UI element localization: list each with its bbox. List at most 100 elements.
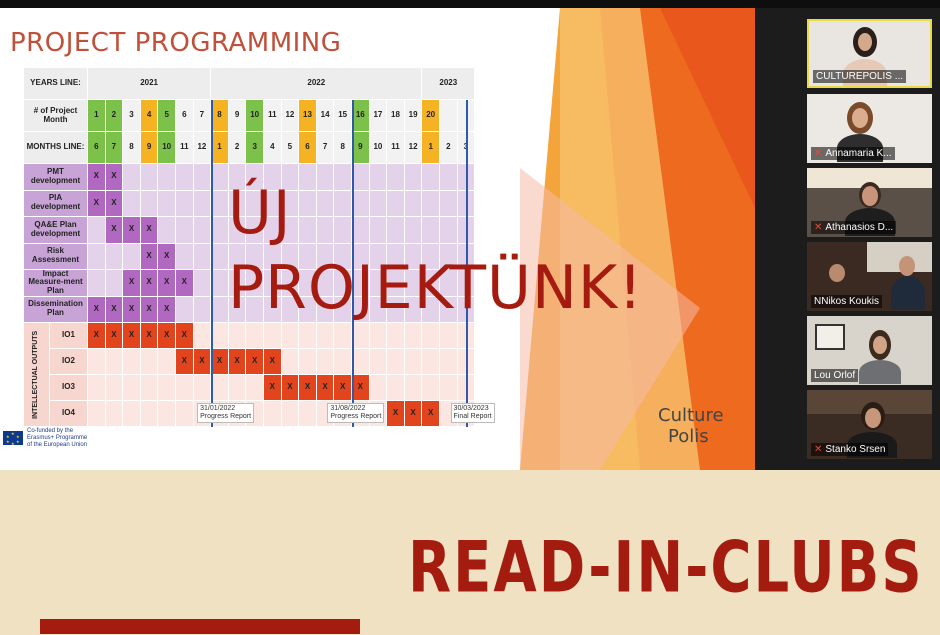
- gantt-cell: [352, 164, 370, 191]
- gantt-cell: [264, 270, 282, 297]
- mic-muted-icon: ✕: [814, 444, 823, 455]
- gantt-calendar-month: 7: [316, 132, 335, 164]
- gantt-mark: X: [140, 296, 159, 323]
- gantt-milestone-line: [466, 100, 469, 427]
- gantt-calendar-month: 11: [176, 132, 194, 164]
- gantt-cell: [299, 296, 317, 323]
- gantt-row-label: YEARS LINE:: [24, 68, 88, 100]
- gantt-project-month: 16: [352, 100, 370, 132]
- slide-decoration: [520, 8, 755, 470]
- gantt-cell: [228, 243, 247, 270]
- eu-text: Co-funded by the Erasmus+ Programme of t…: [27, 428, 87, 450]
- gantt-cell: [88, 243, 106, 270]
- gantt-cell: [123, 190, 141, 217]
- gantt-activity-label: PIA development: [24, 190, 88, 217]
- gantt-project-month: 20: [422, 100, 440, 132]
- gantt-mark: X: [299, 375, 317, 401]
- gantt-calendar-month: 8: [123, 132, 141, 164]
- participant-tile[interactable]: ✕Annamaria K...: [807, 94, 932, 163]
- gantt-mark: X: [123, 270, 141, 297]
- gantt-cell: [440, 190, 458, 217]
- gantt-milestone-line: [211, 100, 214, 427]
- gantt-cell: [352, 270, 370, 297]
- gantt-mark: X: [281, 375, 300, 401]
- milestone-date: 30/03/2023: [453, 405, 489, 412]
- gantt-cell: [299, 190, 317, 217]
- milestone-text: Progress Report: [200, 413, 252, 421]
- gantt-mark: X: [105, 296, 124, 323]
- gantt-cell: [176, 401, 194, 427]
- gantt-cell: [228, 190, 247, 217]
- gantt-cell: [352, 296, 370, 323]
- top-bar: [0, 0, 940, 8]
- gantt-row-label: # of Project Month: [24, 100, 88, 132]
- gantt-mark: X: [404, 401, 423, 427]
- gantt-cell: [228, 323, 247, 349]
- gantt-calendar-month: 11: [387, 132, 405, 164]
- gantt-cell: [387, 217, 405, 244]
- participants-panel: CULTUREPOLIS ... ✕Annamaria K... ✕Athana…: [755, 8, 940, 470]
- gantt-mark: X: [387, 401, 405, 427]
- gantt-cell: [140, 190, 159, 217]
- bottom-banner-area: [0, 470, 940, 635]
- gantt-cell: [228, 270, 247, 297]
- gantt-cell: [88, 217, 106, 244]
- gantt-cell: [158, 164, 176, 191]
- gantt-year-header: 2022: [211, 68, 423, 100]
- participant-tile[interactable]: Lou Orlof: [807, 316, 932, 385]
- gantt-mark: X: [422, 401, 440, 427]
- gantt-calendar-month: 8: [334, 132, 352, 164]
- gantt-cell: [334, 296, 352, 323]
- gantt-cell: [193, 270, 212, 297]
- gantt-cell: [334, 243, 352, 270]
- gantt-cell: [281, 323, 300, 349]
- gantt-cell: [299, 243, 317, 270]
- gantt-mark: X: [123, 323, 141, 349]
- gantt-mark: X: [123, 217, 141, 244]
- gantt-calendar-month: 6: [299, 132, 317, 164]
- gantt-mark: X: [176, 349, 194, 375]
- gantt-calendar-month: 3: [246, 132, 264, 164]
- gantt-cell: [228, 375, 247, 401]
- gantt-cell: [369, 164, 388, 191]
- banner-underline: [40, 619, 360, 634]
- gantt-mark: X: [140, 217, 159, 244]
- gantt-cell: [264, 296, 282, 323]
- gantt-cell: [422, 164, 440, 191]
- gantt-cell: [105, 375, 124, 401]
- gantt-cell: [299, 270, 317, 297]
- gantt-cell: [176, 217, 194, 244]
- eu-text-line3: of the European Union: [27, 442, 88, 449]
- gantt-cell: [422, 190, 440, 217]
- gantt-cell: [334, 164, 352, 191]
- participant-name: Lou Orlof: [811, 369, 859, 382]
- gantt-cell: [211, 375, 229, 401]
- gantt-cell: [316, 323, 335, 349]
- gantt-cell: [123, 349, 141, 375]
- gantt-cell: [299, 164, 317, 191]
- participant-tile[interactable]: ✕Athanasios D...: [807, 168, 932, 237]
- gantt-calendar-month: 12: [193, 132, 212, 164]
- gantt-cell: [440, 243, 458, 270]
- gantt-cell: [158, 375, 176, 401]
- gantt-cell: [105, 243, 124, 270]
- gantt-activity-label: PMT development: [24, 164, 88, 191]
- gantt-activity-label: QA&E Plan development: [24, 217, 88, 244]
- participant-tile[interactable]: CULTUREPOLIS ...: [807, 19, 932, 88]
- slide-title: PROJECT PROGRAMMING: [10, 28, 342, 58]
- gantt-calendar-month: 6: [88, 132, 106, 164]
- gantt-cell: [176, 164, 194, 191]
- gantt-cell: [422, 270, 440, 297]
- gantt-cell: [422, 375, 440, 401]
- gantt-cell: [404, 243, 423, 270]
- participant-tile[interactable]: ✕Stanko Srsen: [807, 390, 932, 459]
- gantt-cell: [246, 270, 264, 297]
- gantt-mark: X: [352, 375, 370, 401]
- gantt-cell: [211, 190, 229, 217]
- participant-tile[interactable]: NNikos Koukis: [807, 242, 932, 311]
- gantt-project-month: 9: [228, 100, 247, 132]
- gantt-calendar-month: 4: [264, 132, 282, 164]
- gantt-cell: [352, 323, 370, 349]
- gantt-cell: [387, 190, 405, 217]
